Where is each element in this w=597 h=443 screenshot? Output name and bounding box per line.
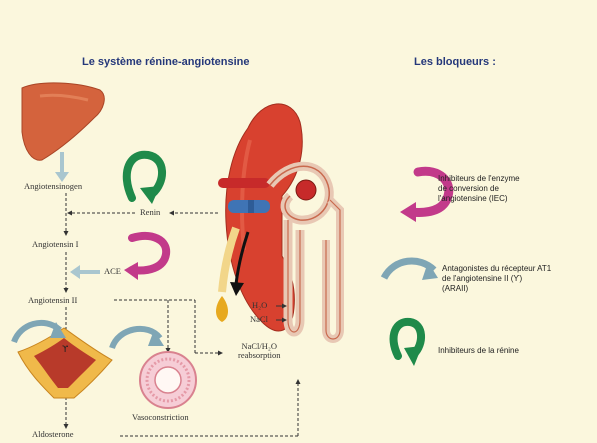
angiotensin2-label: Angiotensin II — [28, 296, 77, 305]
adrenal-gland-icon — [18, 328, 112, 398]
araii-legend-text: Antagonistes du récepteur AT1 de l'angio… — [442, 264, 551, 294]
right-title: Les bloqueurs : — [414, 56, 496, 68]
at1-receptor-symbol: ϒ — [62, 345, 68, 355]
reabsorption-label: NaCl/H₂O reabsorption — [238, 342, 281, 361]
vessel-receptor-arrow — [112, 329, 164, 348]
vasoconstriction-label: Vasoconstriction — [132, 413, 189, 422]
aldosterone-label: Aldosterone — [32, 430, 74, 439]
angiotensin1-label: Angiotensin I — [32, 240, 79, 249]
liver-icon — [22, 83, 104, 160]
renin-inhibitor-line: Inhibiteurs de la rénine — [438, 346, 519, 356]
blood-vessel-icon — [140, 352, 196, 408]
ace-blocker-arrow — [124, 236, 166, 280]
nacl-label: NaCl — [250, 315, 268, 324]
renin-inhibitor-legend-text: Inhibiteurs de la rénine — [438, 346, 519, 356]
iec-line1: Inhibiteurs de l'enzyme — [438, 174, 520, 184]
kidney-icon — [216, 104, 340, 339]
araii-line1: Antagonistes du récepteur AT1 — [442, 264, 551, 274]
iec-line2: de conversion de — [438, 184, 520, 194]
h2o-label: H₂O — [252, 301, 267, 310]
araii-line3: (ARAII) — [442, 284, 551, 294]
iec-line3: l'angiotensine (IEC) — [438, 194, 520, 204]
renin-blocker-arrow — [127, 155, 162, 204]
angiotensinogen-label: Angiotensinogen — [24, 182, 82, 191]
renin-label: Renin — [140, 208, 160, 217]
reabsorption-line2: reabsorption — [238, 351, 281, 360]
araii-line2: de l'angiotensine II (ϒ) — [442, 274, 551, 284]
ace-label: ACE — [104, 267, 121, 276]
iec-legend-text: Inhibiteurs de l'enzyme de conversion de… — [438, 174, 520, 204]
renin-inhibitor-legend-arrow — [394, 322, 422, 366]
araii-legend-arrow — [384, 261, 438, 280]
left-title: Le système rénine-angiotensine — [82, 56, 250, 68]
